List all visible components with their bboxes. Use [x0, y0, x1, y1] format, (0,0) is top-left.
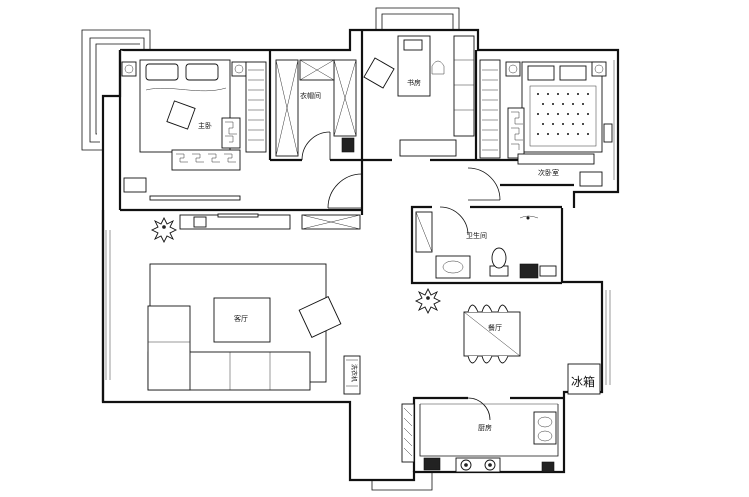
- bed-tray: [166, 100, 196, 130]
- master-bedroom: 主卧: [121, 59, 267, 201]
- bedspread-pattern: [537, 93, 589, 135]
- room-label-second-bedroom: 次卧室: [538, 168, 559, 177]
- stove-icon: [455, 457, 501, 473]
- kitchen: 厨房: [401, 403, 559, 473]
- room-label-study: 书房: [407, 78, 421, 87]
- room-label-walk-in-closet: 衣帽间: [300, 91, 321, 100]
- toilet-icon: [489, 247, 509, 277]
- plant-icon: [414, 287, 442, 315]
- room-label-kitchen: 厨房: [478, 423, 492, 432]
- study: 书房: [363, 35, 475, 157]
- room-label-bathroom: 卫生间: [466, 231, 487, 240]
- room-label-laundry: 洗衣机: [350, 364, 358, 382]
- sofa: [147, 305, 311, 391]
- room-label-master-bedroom: 主卧: [198, 121, 212, 130]
- wardrobe-second: [479, 59, 501, 159]
- nightstand-right: [231, 61, 247, 77]
- tv-stand-master: [149, 195, 241, 201]
- nightstand-left: [121, 61, 137, 77]
- bathroom-sink: [435, 255, 471, 279]
- bathroom: 卫生间: [415, 211, 557, 279]
- coffee-table: [213, 297, 271, 343]
- armchair: [298, 296, 342, 338]
- room-label-living-room: 客厅: [234, 314, 248, 323]
- living-room: 洗衣机 客厅: [147, 263, 361, 395]
- second-bedroom: 次卧室: [479, 59, 613, 187]
- room-label-dining-room: 餐厅: [488, 323, 502, 332]
- bedside-rug: [171, 149, 241, 171]
- kitchen-sink: [533, 411, 557, 445]
- hallway-cabinets: [179, 213, 361, 230]
- plant-icon: [150, 216, 178, 244]
- fridge: 冰箱: [567, 363, 601, 395]
- laundry-machine: [343, 355, 361, 395]
- windows: [105, 60, 615, 385]
- dining-room: 餐厅: [463, 304, 521, 364]
- wardrobe-master: [245, 61, 267, 153]
- balcony-top: [375, 7, 460, 30]
- study-bookcase: [453, 35, 475, 137]
- study-chair: [363, 57, 395, 89]
- room-label-fridge: 冰箱: [571, 374, 595, 389]
- doors: [301, 131, 501, 421]
- balcony-left: [81, 29, 151, 151]
- walk-in-closet: 衣帽间: [275, 59, 357, 157]
